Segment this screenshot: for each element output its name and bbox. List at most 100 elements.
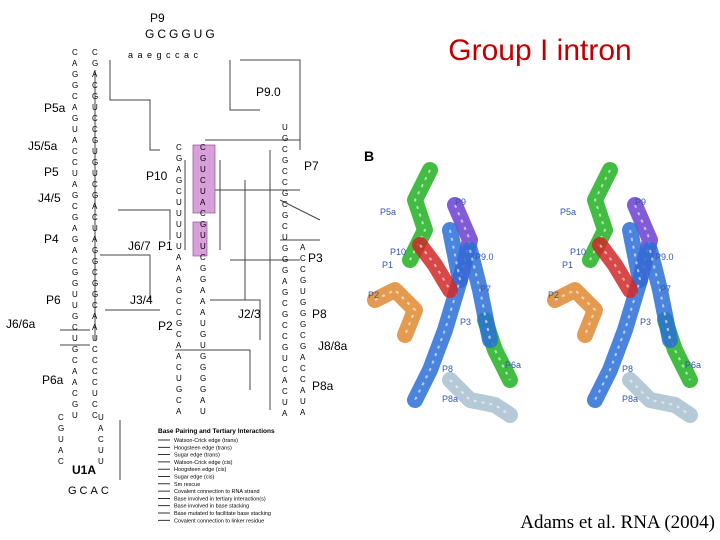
nucleotide-glyph: G: [200, 352, 206, 361]
nucleotide-glyph: C: [282, 200, 288, 209]
nucleotide-glyph: C: [92, 345, 98, 354]
helix-label: P6a: [42, 373, 64, 387]
nucleotide-glyph: G: [72, 235, 78, 244]
nucleotide-glyph: A: [176, 253, 182, 262]
helix-label: J8/8a: [318, 339, 348, 353]
nucleotide-glyph: C: [98, 435, 104, 444]
nucleotide-glyph: C: [282, 145, 288, 154]
helix-ribbon-highlight: [414, 229, 462, 401]
helix-ribbon: [367, 282, 423, 343]
nucleotide-glyph: G: [92, 191, 98, 200]
nucleotide-glyph: C: [200, 209, 206, 218]
nucleotide-glyph: C: [72, 202, 78, 211]
nucleotide-glyph: U: [92, 169, 98, 178]
nucleotide-glyph: G: [176, 154, 182, 163]
nucleotide-glyph: A: [200, 198, 206, 207]
nucleotide-glyph: C: [92, 114, 98, 123]
nucleotide-glyph: A: [300, 386, 306, 395]
slide-title: Group I intron: [448, 34, 632, 67]
legend-item: Watson-Crick edge (trans): [174, 438, 238, 444]
nucleotide-glyph: U: [72, 125, 78, 134]
nucleotide-glyph: U: [176, 220, 182, 229]
nucleotide-glyph: U: [176, 198, 182, 207]
nucleotide-glyph: G: [92, 279, 98, 288]
nucleotide-glyph: A: [92, 235, 98, 244]
nucleotide-glyph: U: [300, 397, 306, 406]
nucleotide-glyph: U: [200, 319, 206, 328]
helix-label-3d: P7: [480, 284, 491, 294]
nucleotide-glyph: A: [72, 59, 78, 68]
helix-label-3d: P7: [660, 284, 671, 294]
nucleotide-glyph: G: [72, 81, 78, 90]
helix-ribbon: [462, 242, 498, 348]
nucleotide-glyph: A: [176, 407, 182, 416]
helix-ribbon: [547, 282, 603, 343]
helix-ribbon-highlight: [594, 229, 642, 401]
helix-ribbon-highlight: [554, 288, 597, 336]
top-sequence: GCGGUG: [145, 27, 218, 41]
nucleotide-glyph: U: [176, 231, 182, 240]
legend-item: Base involved in tertiary interaction(s): [174, 496, 266, 502]
legend-item: Base mutated to facilitate base stacking: [174, 511, 271, 517]
helix-label-3d: P6a: [505, 360, 521, 370]
helix-label: P6: [46, 293, 61, 307]
nucleotide-glyph: C: [282, 178, 288, 187]
helix-ribbon-highlight: [649, 249, 671, 341]
nucleotide-glyph: C: [300, 331, 306, 340]
nucleotide-glyph: U: [98, 457, 104, 466]
nucleotide-glyph: C: [300, 254, 306, 263]
nucleotide-glyph: G: [176, 286, 182, 295]
nucleotide-glyph: C: [176, 143, 182, 152]
nucleotide-glyph: U: [98, 413, 104, 422]
nucleotide-glyph: C: [72, 147, 78, 156]
nucleotide-glyph: C: [92, 400, 98, 409]
nucleotide-glyph: U: [282, 354, 288, 363]
nucleotide-glyph: U: [282, 233, 288, 242]
legend-item: Hoogsteen edge (trans): [174, 445, 232, 451]
nucleotide-glyph: G: [72, 191, 78, 200]
nucleotide-glyph: G: [92, 92, 98, 101]
nucleotide-glyph: G: [282, 189, 288, 198]
nucleotide-glyph: G: [72, 70, 78, 79]
nucleotide-glyph: A: [282, 376, 288, 385]
nucleotide-glyph: A: [92, 70, 98, 79]
nucleotide-glyph: U: [200, 187, 206, 196]
nucleotide-glyph: G: [176, 176, 182, 185]
nucleotide-glyph: U: [176, 209, 182, 218]
nucleotide-glyph: G: [200, 154, 206, 163]
nucleotide-glyph: G: [58, 424, 64, 433]
nucleotide-glyph: G: [282, 211, 288, 220]
nucleotide-glyph: A: [92, 323, 98, 332]
nucleotide-glyph: C: [92, 213, 98, 222]
nucleotide-glyph: C: [72, 92, 78, 101]
legend-item: Watson-Crick edge (cis): [174, 460, 233, 466]
nucleotide-glyph: G: [300, 309, 306, 318]
helix-label-3d: P10: [390, 247, 406, 257]
nucleotide-glyph: G: [200, 363, 206, 372]
nucleotide-glyph: A: [92, 202, 98, 211]
nucleotide-glyph: G: [72, 213, 78, 222]
nucleotide-glyph: C: [176, 308, 182, 317]
nucleotide-glyph: G: [300, 276, 306, 285]
nucleotide-glyph: G: [92, 136, 98, 145]
nucleotide-glyph: C: [176, 187, 182, 196]
nucleotide-glyph: C: [72, 389, 78, 398]
helix-ribbon-highlight: [599, 244, 631, 291]
nucleotide-glyph: G: [282, 255, 288, 264]
nucleotide-glyph: U: [200, 242, 206, 251]
nucleotide-glyph: G: [300, 342, 306, 351]
nucleotide-glyph: U: [98, 446, 104, 455]
helix-label: J6/7: [128, 239, 151, 253]
nucleotide-glyph: G: [300, 298, 306, 307]
helix-label: P4: [44, 232, 59, 246]
helix-label: J2/3: [238, 307, 261, 321]
nucleotide-glyph: G: [200, 374, 206, 383]
helix-ribbon-highlight: [469, 249, 491, 341]
nucleotide-glyph: C: [58, 457, 64, 466]
nucleotide-glyph: C: [176, 396, 182, 405]
nucleotide-glyph: G: [72, 345, 78, 354]
helix-label: P7: [304, 159, 319, 173]
nucleotide-glyph: C: [92, 81, 98, 90]
nucleotide-glyph: A: [282, 277, 288, 286]
